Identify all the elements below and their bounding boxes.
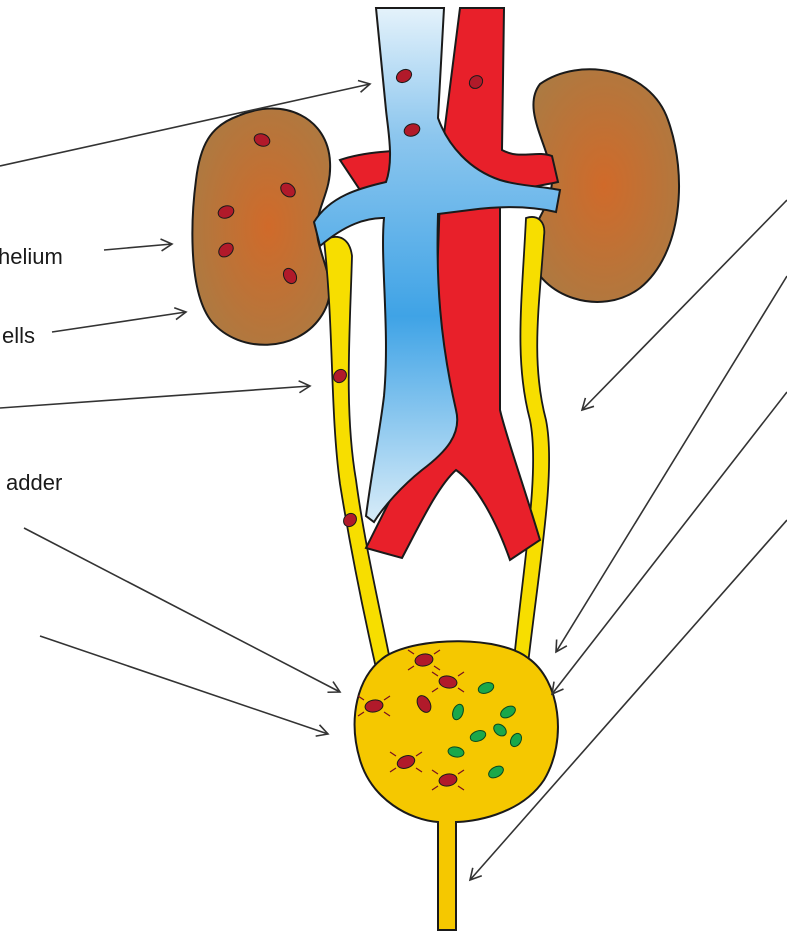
- label-cells: ells: [2, 323, 35, 349]
- arrow-to-bladder-lower: [40, 636, 328, 734]
- label-bladder: adder: [6, 470, 62, 496]
- arrow-to-bladder-right-upper: [556, 276, 787, 652]
- arrow-to-bladder-right-lower: [552, 392, 787, 694]
- arrow-to-left-kidney-top: [104, 244, 172, 250]
- label-epithelium: helium: [0, 244, 63, 270]
- arrow-to-left-ureter: [0, 386, 310, 408]
- right-ureter: [514, 217, 549, 664]
- arrow-to-bladder-upper: [24, 528, 340, 692]
- right-kidney: [529, 69, 679, 302]
- arrow-to-left-kidney-bottom: [52, 312, 186, 332]
